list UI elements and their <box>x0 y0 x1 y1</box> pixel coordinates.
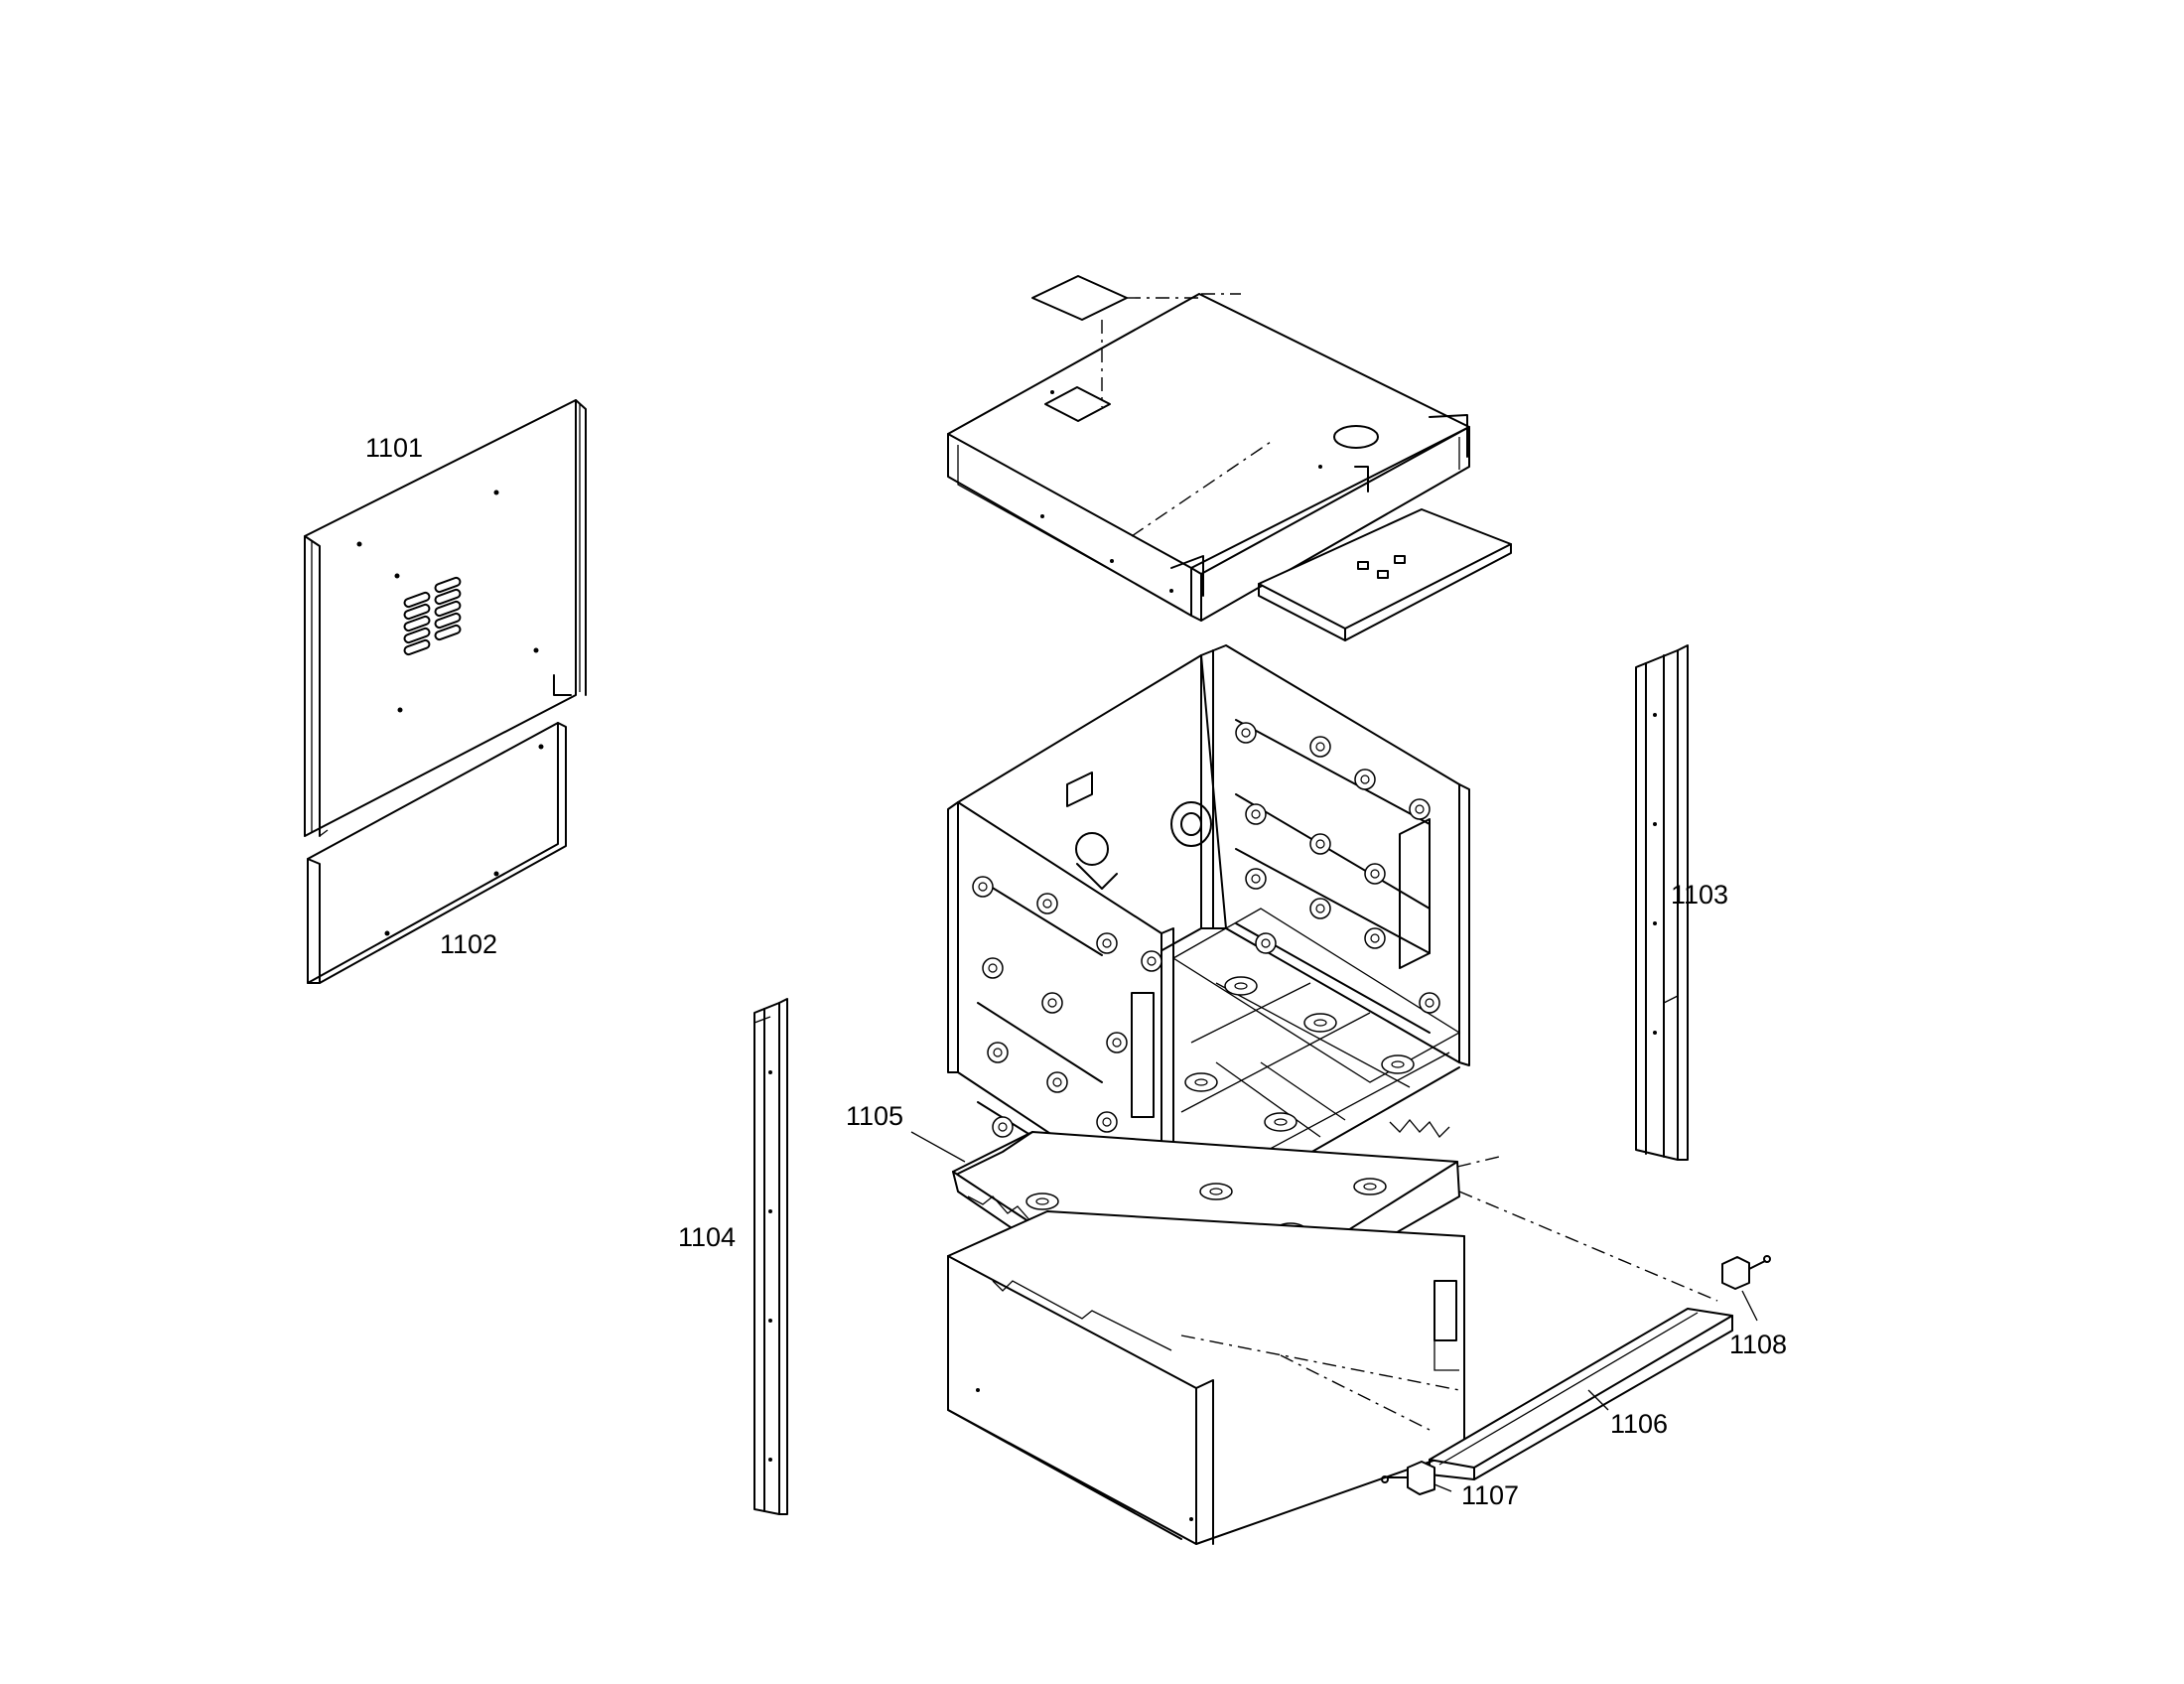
label-1105: 1105 <box>846 1101 903 1131</box>
part-1107-end-cap-left <box>1381 1461 1435 1495</box>
part-1104-left-trim <box>753 998 788 1515</box>
inner-tray <box>1258 508 1512 641</box>
part-1108-end-cap-right <box>1721 1255 1771 1290</box>
label-1106: 1106 <box>1610 1409 1668 1439</box>
part-1102-lower-panel <box>307 722 567 984</box>
label-1104: 1104 <box>678 1222 736 1252</box>
vent-louvres <box>403 576 462 656</box>
floor-holes <box>1179 976 1415 1182</box>
label-1101: 1101 <box>365 433 423 463</box>
part-1106-front-rail <box>1429 1308 1733 1480</box>
label-1107: 1107 <box>1461 1480 1519 1510</box>
panel-holes-right <box>1235 722 1440 1014</box>
oven-cavity-frame <box>947 644 1470 1217</box>
part-1103-right-trim <box>1635 644 1689 1161</box>
lower-base-box <box>947 1210 1465 1545</box>
label-1103: 1103 <box>1671 880 1728 910</box>
label-1102: 1102 <box>440 929 497 959</box>
label-1108: 1108 <box>1729 1330 1787 1359</box>
leader-lines <box>910 1131 1758 1492</box>
part-1101-rear-panel <box>304 399 587 837</box>
panel-holes-left <box>972 876 1162 1173</box>
